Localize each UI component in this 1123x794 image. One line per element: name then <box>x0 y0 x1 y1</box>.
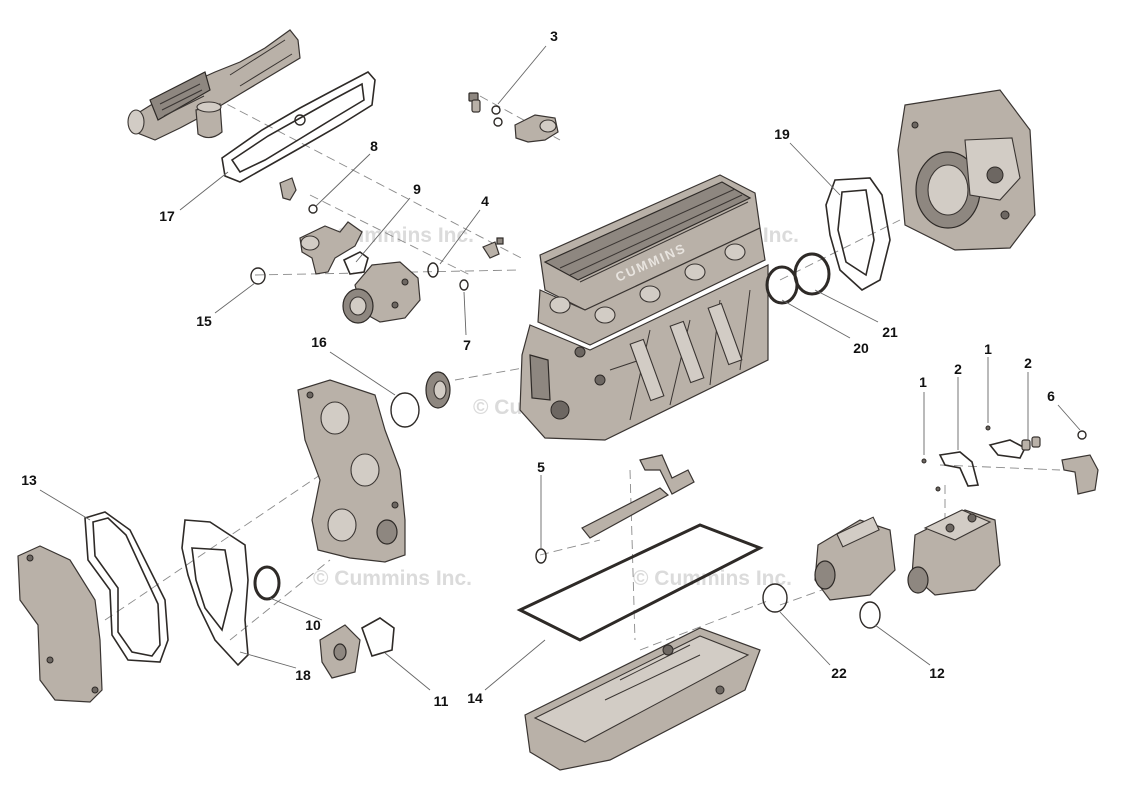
callout-19: 19 <box>774 126 790 142</box>
oil-pan-part-14 <box>524 627 761 771</box>
callout-18: 18 <box>295 667 311 683</box>
leader-lines <box>39 45 1081 691</box>
callout-2a: 2 <box>954 361 962 377</box>
oring-part-4a <box>427 262 439 278</box>
watermark-text: © Cummins Inc. <box>313 567 472 590</box>
gear-part-16 <box>425 371 451 409</box>
callout-12: 12 <box>929 665 945 681</box>
gasket-part-22 <box>762 583 788 613</box>
callout-3: 3 <box>550 28 558 44</box>
front-cover-gasket-part-13 <box>84 511 169 663</box>
callout-13: 13 <box>21 472 37 488</box>
rear-seals-part-20-21 <box>765 252 831 305</box>
callout-2b: 2 <box>1024 355 1032 371</box>
water-inlet-housing <box>299 221 363 275</box>
fuel-lines-part-1-2 <box>921 425 1041 492</box>
callout-11: 11 <box>434 693 449 709</box>
oring-part-5 <box>535 548 547 564</box>
oring-part-7 <box>459 279 469 291</box>
fitting-part-8 <box>279 177 318 214</box>
pump-gasket-part-9 <box>342 251 369 275</box>
fuel-pump <box>814 516 896 601</box>
water-pump-part-9 <box>342 261 421 324</box>
front-cover-part-13 <box>17 545 103 703</box>
callout-17: 17 <box>159 208 175 224</box>
air-compressor <box>907 509 1001 596</box>
gasket-part-11 <box>361 617 395 657</box>
flywheel-housing <box>897 89 1036 251</box>
callout-21: 21 <box>882 324 898 340</box>
manifold-gasket-part-17 <box>221 70 376 183</box>
callout-9: 9 <box>413 181 421 197</box>
callout-5: 5 <box>537 459 545 475</box>
callout-10: 10 <box>305 617 321 633</box>
callout-8: 8 <box>370 138 378 154</box>
callout-1a: 1 <box>919 374 927 390</box>
intake-manifold-part-17 <box>127 29 301 141</box>
watermark-text: © Cummins Inc. <box>633 567 792 590</box>
callout-6: 6 <box>1047 388 1055 404</box>
rear-gasket-part-19 <box>825 177 891 291</box>
front-seal-part-10 <box>253 565 281 601</box>
gasket-part-12 <box>859 601 881 629</box>
callout-15: 15 <box>196 313 212 329</box>
cover-part-10 <box>319 624 361 679</box>
engine-block: CUMMINS <box>519 174 769 441</box>
oring-part-16 <box>390 392 420 428</box>
front-gear-housing <box>297 379 406 563</box>
callout-14: 14 <box>467 690 483 706</box>
callout-7: 7 <box>463 337 471 353</box>
callout-20: 20 <box>853 340 869 356</box>
tube-part-6 <box>1061 430 1099 495</box>
callout-16: 16 <box>311 334 327 350</box>
callout-4: 4 <box>481 193 489 209</box>
oring-part-15 <box>250 267 266 285</box>
sensor-part-4 <box>482 237 504 259</box>
gasket-part-18 <box>181 519 249 667</box>
callout-labels: 3 8 9 4 17 15 7 16 19 20 21 1 1 2 2 6 13… <box>21 28 1055 709</box>
oil-pan-gasket-part-14 <box>516 523 764 642</box>
sensor-housing-part-3 <box>468 92 559 143</box>
dipstick-tube <box>581 454 695 539</box>
callout-22: 22 <box>831 665 847 681</box>
callout-1b: 1 <box>984 341 992 357</box>
